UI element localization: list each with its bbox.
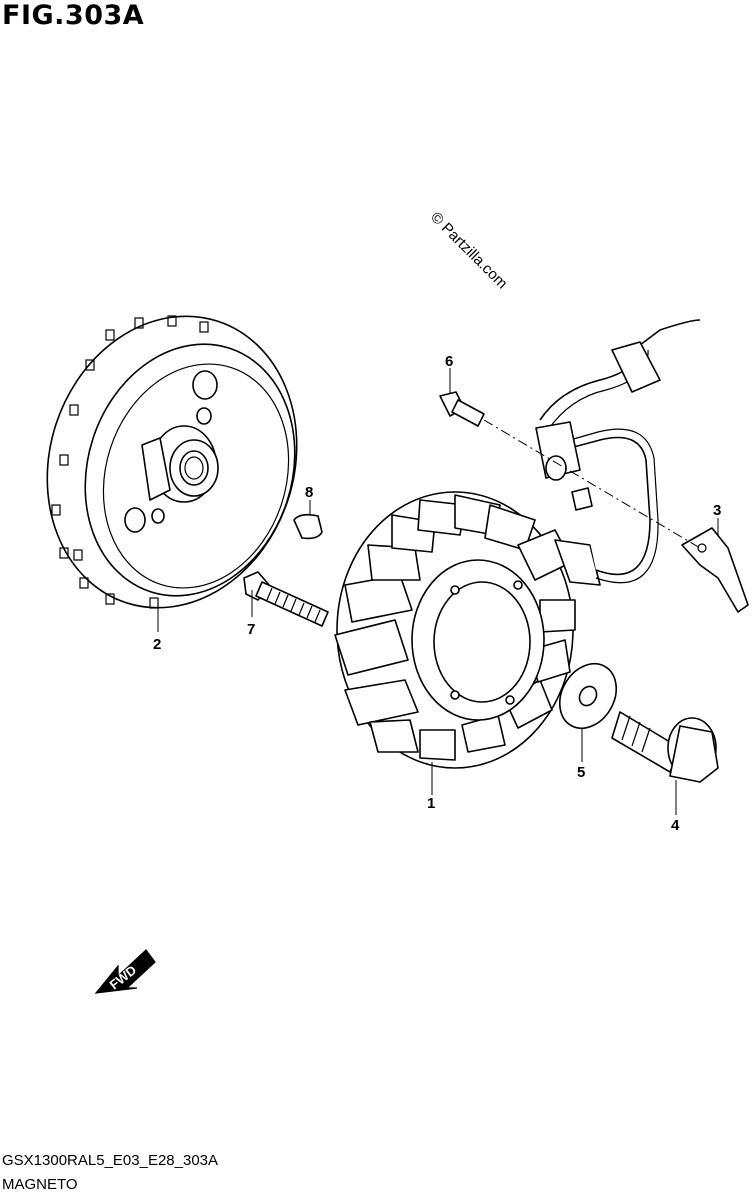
key-part-8: [293, 513, 323, 540]
rotor-part-2: [46, 315, 298, 609]
wire-harness: [535, 319, 701, 584]
callout-7: 7: [247, 621, 255, 638]
watermark-text: © Partzilla.com: [427, 209, 510, 292]
callout-8: 8: [305, 484, 313, 501]
callout-1: 1: [427, 795, 435, 812]
leader-lines: [157, 368, 719, 815]
fwd-arrow-icon: FWD: [94, 949, 156, 994]
bracket-part-3: [681, 527, 749, 613]
callout-5: 5: [577, 764, 585, 781]
bolt-part-4: [611, 711, 719, 783]
stator-part-1: [334, 491, 601, 769]
callout-3: 3: [713, 502, 721, 519]
diagram-code: GSX1300RAL5_E03_E28_303A: [2, 1152, 219, 1169]
bolt-part-7: [243, 571, 329, 627]
callout-6: 6: [445, 353, 453, 370]
washer-part-5: [558, 663, 618, 729]
callout-4: 4: [671, 817, 680, 834]
screw-part-6: [439, 391, 485, 427]
diagram-subtitle: MAGNETO: [2, 1176, 78, 1193]
figure-title: FIG.303A: [2, 0, 145, 31]
callout-2: 2: [153, 636, 161, 653]
